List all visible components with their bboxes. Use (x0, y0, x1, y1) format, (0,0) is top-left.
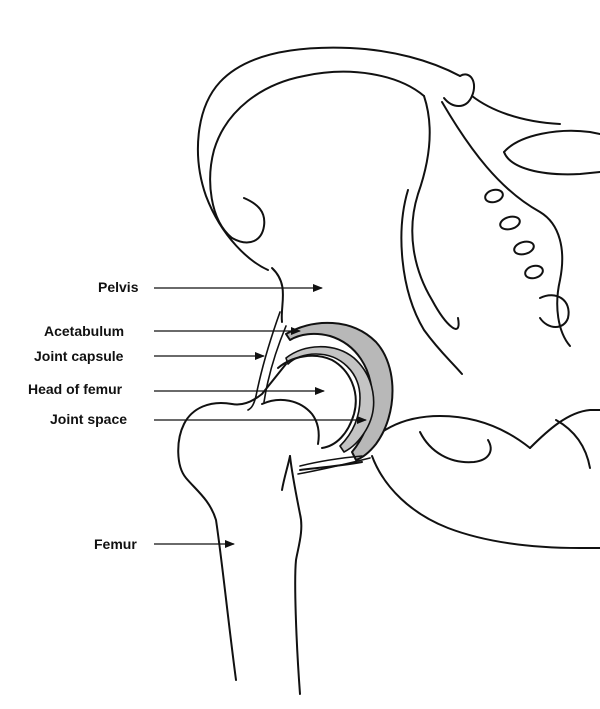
acetabulum-cartilage (285, 321, 394, 461)
label-head-of-femur: Head of femur (28, 381, 325, 397)
pelvis-bone (197, 46, 600, 375)
label-joint-capsule: Joint capsule (34, 348, 265, 364)
label-joint-space: Joint space (50, 411, 367, 427)
label-acetabulum: Acetabulum (44, 323, 301, 339)
femoral-head (277, 354, 357, 449)
sacral-foramina (484, 188, 570, 328)
label-pelvis: Pelvis (98, 279, 323, 295)
pubis-ischium (355, 409, 600, 549)
acetabulum-label: Acetabulum (44, 323, 124, 339)
femur-label: Femur (94, 536, 137, 552)
head-of-femur-label: Head of femur (28, 381, 123, 397)
label-femur: Femur (94, 536, 235, 552)
femoral-head-cartilage (285, 346, 375, 453)
joint-space-label: Joint space (50, 411, 127, 427)
pelvis-label: Pelvis (98, 279, 139, 295)
femur-bone (177, 363, 363, 695)
joint-capsule-label: Joint capsule (34, 348, 124, 364)
